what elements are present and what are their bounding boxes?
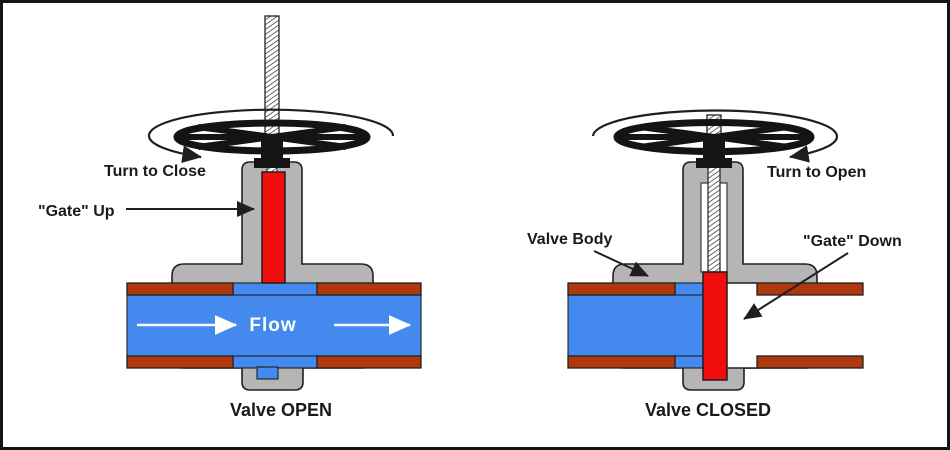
open-valve: Flow Turn to Close "Gate" Up Valve OPEN xyxy=(38,15,422,420)
open-valve-caption: Valve OPEN xyxy=(230,400,332,420)
rotation-arrow xyxy=(147,108,395,163)
stem-nut xyxy=(703,140,725,160)
valve-stem xyxy=(264,15,280,151)
turn-to-open-label: Turn to Open xyxy=(767,164,866,181)
gate-down-leader-arrow xyxy=(743,252,849,320)
pipe-wall xyxy=(756,282,864,296)
closed-valve-caption: Valve CLOSED xyxy=(645,400,771,420)
pipe-wall xyxy=(756,355,864,369)
valve-body-label: Valve Body xyxy=(527,231,612,248)
valve-body-leader-arrow xyxy=(593,250,649,277)
stem-nut xyxy=(261,140,283,160)
pipe-wall xyxy=(126,282,234,296)
pipe-wall xyxy=(567,355,676,369)
packing-flange xyxy=(254,158,290,168)
handwheel-icon xyxy=(613,119,815,155)
gate xyxy=(702,271,728,381)
pipe-wall xyxy=(126,355,234,369)
valve-stem-thread xyxy=(707,166,721,273)
pipe-wall xyxy=(316,282,422,296)
rotation-arrow xyxy=(591,109,839,163)
gate-down-label: "Gate" Down xyxy=(803,233,902,250)
turn-to-close-label: Turn to Close xyxy=(104,163,206,180)
empty-pipe-bore xyxy=(727,283,863,368)
pipe-wall xyxy=(316,355,422,369)
water-seat-notch xyxy=(256,366,279,380)
water-pipe-bore xyxy=(567,294,704,357)
flow-label: Flow xyxy=(249,315,296,336)
packing-flange xyxy=(696,158,732,168)
gate xyxy=(261,171,286,284)
pipe-wall xyxy=(567,282,676,296)
gate-up-label: "Gate" Up xyxy=(38,203,115,220)
closed-valve: Turn to Open Valve Body "Gate" Down Valv… xyxy=(527,109,902,420)
